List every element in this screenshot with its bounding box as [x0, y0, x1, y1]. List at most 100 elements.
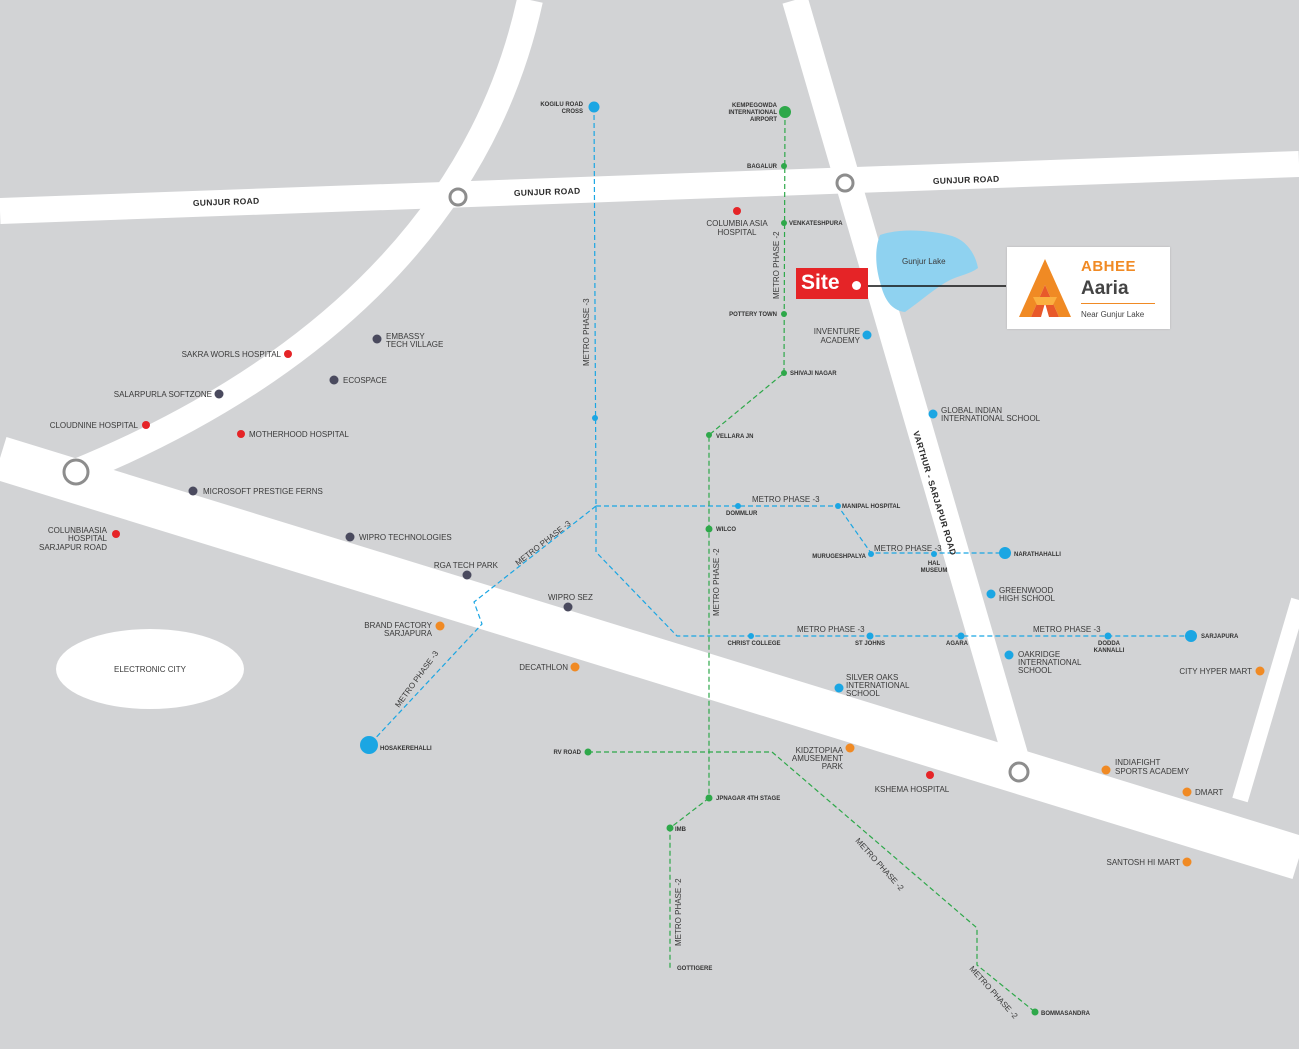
station-dot-imb: [666, 824, 674, 832]
brand-main: Aaria: [1081, 278, 1129, 299]
metro-label-p3-vertical: METRO PHASE -3: [582, 298, 591, 366]
place-label: INVENTURE: [814, 327, 860, 336]
station-dot-bagalur: [781, 163, 787, 169]
place-label: RGA TECH PARK: [434, 561, 499, 570]
metro-station-dots: [360, 101, 1197, 1016]
abhee-logo-icon: [1019, 259, 1071, 317]
road-east-right: [1232, 597, 1299, 803]
station-label: MANIPAL HOSPITAL: [842, 504, 901, 510]
station-dot-shivaji: [781, 370, 787, 376]
place-label: TECH VILLAGE: [386, 340, 443, 349]
station-label: RV ROAD: [553, 750, 581, 756]
station-label: NARATHAHALLI: [1014, 552, 1061, 558]
place-label: WIPRO SEZ: [548, 593, 593, 602]
station-label: HOSAKEREHALLI: [380, 746, 432, 752]
place-label: SILVER OAKS: [846, 673, 898, 682]
place-label: DECATHLON: [519, 663, 568, 672]
brand-divider: [1081, 303, 1155, 304]
station-label: SARJAPURA: [1201, 634, 1239, 640]
station-dot-dodda: [1104, 632, 1112, 640]
brand-top: ABHEE: [1081, 258, 1137, 275]
site-dot: [852, 281, 861, 290]
place-label: ACADEMY: [820, 336, 860, 345]
metro-label-p3-christ: METRO PHASE -3: [797, 625, 865, 634]
metro-label-p2-airport: METRO PHASE -2: [772, 231, 781, 299]
metro-label-p3-murugesh: METRO PHASE -3: [874, 544, 942, 553]
road-outer-ring: [71, 0, 543, 485]
station-label: HAL: [928, 561, 941, 567]
station-dot-hosakerehalli: [360, 736, 378, 754]
place-label: AMUSEMENT: [792, 754, 843, 763]
station-dot-pottery: [781, 311, 787, 317]
road-varthur-sarjapur: [782, 0, 1033, 776]
roundabouts: [62, 173, 1030, 783]
station-dot-dommlur: [735, 503, 741, 509]
metro-label-p3-dommlur: METRO PHASE -3: [752, 495, 820, 504]
station-label: WILCO: [716, 527, 736, 533]
place-label: WIPRO TECHNOLOGIES: [359, 533, 452, 542]
place-label: OAKRIDGE: [1018, 650, 1060, 659]
place-label: INTERNATIONAL: [1018, 658, 1082, 667]
station-dot-sarjapura: [1185, 630, 1197, 642]
brand-card: ABHEE Aaria Near Gunjur Lake: [1007, 247, 1170, 329]
place-label: SALARPURLA SOFTZONE: [114, 390, 212, 399]
site-label: Site: [801, 271, 840, 294]
metro-label-p3-sarjapura: METRO PHASE -3: [1033, 625, 1101, 634]
station-label: BOMMASANDRA: [1041, 1011, 1091, 1017]
station-dot-bommasandra: [1031, 1008, 1039, 1016]
station-label: GOTTIGERE: [677, 966, 712, 972]
station-label: VELLARA JN: [716, 434, 753, 440]
brand-sub: Near Gunjur Lake: [1081, 310, 1145, 319]
place-label: SCHOOL: [846, 689, 880, 698]
station-label: MURUGESHPALYA: [812, 554, 866, 560]
place-label: SAKRA WORLS HOSPITAL: [182, 350, 282, 359]
place-label: HOSPITAL: [718, 228, 758, 237]
place-label: INTERNATIONAL: [846, 681, 910, 690]
station-label: AIRPORT: [750, 117, 777, 123]
place-label: COLUMBIA ASIA: [706, 219, 768, 228]
place-label: HOSPITAL: [68, 534, 108, 543]
station-dot-rvroad: [584, 748, 592, 756]
station-dot-jpnagar: [705, 794, 713, 802]
road-label-gunjur-left: GUNJUR ROAD: [193, 196, 260, 208]
station-label: BAGALUR: [747, 164, 778, 170]
gunjur-lake-label: Gunjur Lake: [902, 257, 946, 266]
place-labels: EMBASSY TECH VILLAGE SAKRA WORLS HOSPITA…: [39, 219, 1252, 867]
electronic-city-label: ELECTRONIC CITY: [114, 665, 187, 674]
place-label: EMBASSY: [386, 332, 425, 341]
station-label: VENKATESHPURA: [789, 221, 843, 227]
station-dot-manipal: [835, 503, 841, 509]
station-label: IMB: [675, 827, 687, 833]
station-label: CROSS: [562, 109, 583, 115]
metro-phase-3-lines: [369, 106, 1191, 745]
place-label: GREENWOOD: [999, 586, 1053, 595]
place-markers: [112, 207, 1265, 867]
electronic-city-area: [56, 629, 244, 709]
station-dot-agara: [957, 632, 965, 640]
place-label: COLUNBIAASIA: [48, 526, 108, 535]
metro-label-p2-gottigere: METRO PHASE -2: [674, 878, 683, 946]
station-dot-murugesh: [868, 551, 874, 557]
roads: [0, 0, 1299, 880]
place-label: PARK: [822, 762, 844, 771]
road-label-gunjur-right: GUNJUR ROAD: [933, 174, 1000, 186]
place-label: ECOSPACE: [343, 376, 387, 385]
place-label: HIGH SCHOOL: [999, 594, 1056, 603]
place-label: SCHOOL: [1018, 666, 1052, 675]
road-gunjur: [0, 151, 1299, 224]
place-label: DMART: [1195, 788, 1223, 797]
station-label: JPNAGAR 4TH STAGE: [716, 796, 780, 802]
place-label: SARJAPURA: [384, 629, 433, 638]
place-label: INTERNATIONAL SCHOOL: [941, 414, 1041, 423]
station-label: MUSEUM: [921, 568, 948, 574]
station-label: KEMPEGOWDA: [732, 103, 778, 109]
place-label: MICROSOFT PRESTIGE FERNS: [203, 487, 323, 496]
station-label: AGARA: [946, 641, 969, 647]
station-dot-wilco: [705, 525, 713, 533]
metro-station-labels: KOGILU ROAD CROSS KEMPEGOWDA INTERNATION…: [380, 102, 1239, 1017]
station-label: KOGILU ROAD: [540, 102, 583, 108]
station-label: POTTERY TOWN: [729, 312, 777, 318]
station-dot-christ: [748, 633, 754, 639]
station-label: DOMMLUR: [726, 511, 758, 517]
station-dot-hal: [931, 551, 937, 557]
